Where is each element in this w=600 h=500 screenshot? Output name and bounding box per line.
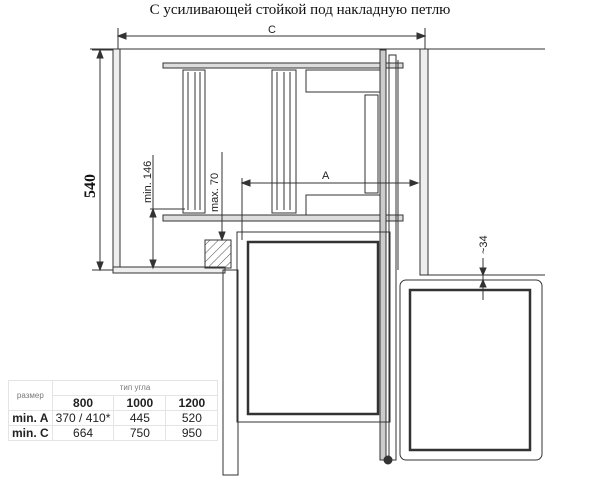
table-row: min. A 370 / 410* 445 520	[8, 410, 219, 426]
dimension-a: A	[240, 170, 420, 240]
svg-text:max. 70: max. 70	[209, 173, 221, 212]
diagram-title: С усиливающей стойкой под накладную петл…	[149, 2, 451, 18]
svg-text:min. 146: min. 146	[142, 161, 154, 203]
door-panel	[222, 269, 239, 476]
svg-text:A: A	[322, 170, 330, 182]
table-corner-label: размер	[8, 380, 53, 411]
dimension-540: 540	[82, 48, 113, 272]
dimension-c: C	[116, 24, 427, 50]
dimension-max70: max. 70	[209, 152, 226, 242]
svg-text:~34: ~34	[478, 235, 490, 254]
basket-frame	[162, 49, 404, 461]
hinge-block	[204, 239, 232, 269]
dimension-34: ~34	[478, 235, 490, 300]
dimension-min146: min. 146	[142, 155, 185, 270]
table-group-header: тип угла	[51, 380, 219, 396]
size-table: размер тип угла 800 1000 1200 min. A 370…	[8, 380, 219, 441]
door-right	[383, 279, 543, 465]
table-row: min. C 664 750 950	[8, 425, 219, 441]
door-left	[236, 231, 391, 423]
label-c: C	[268, 24, 276, 36]
label-540: 540	[82, 174, 99, 198]
